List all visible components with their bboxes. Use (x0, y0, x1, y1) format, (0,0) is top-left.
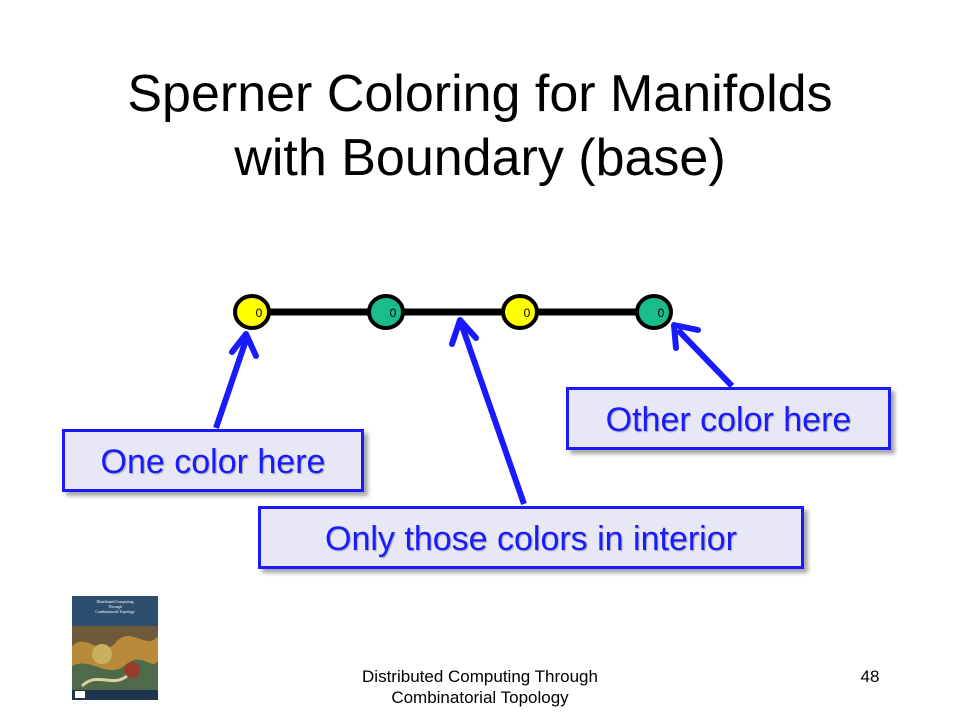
vertex-label: 0 (658, 306, 665, 320)
title-line-1: Sperner Coloring for Manifolds (127, 65, 833, 123)
arrow-interior-head (449, 317, 479, 347)
callout-one-color: One color here (62, 429, 364, 492)
arrow-one-head (229, 331, 259, 359)
page-number: 48 (860, 667, 880, 686)
vertex-yellow (501, 294, 539, 330)
title-line-2: with Boundary (base) (234, 129, 726, 187)
book-title-line-1: Distributed Computing (96, 599, 134, 604)
book-cover-footer (72, 690, 158, 700)
vertex-yellow (233, 294, 271, 330)
book-cover-header: Distributed Computing Through Combinator… (72, 596, 158, 626)
slide-title: Sperner Coloring for Manifolds with Boun… (40, 62, 920, 190)
book-title-line-2: Through (108, 604, 122, 609)
footer-text: Distributed Computing Through Combinator… (300, 666, 660, 708)
callout-other-color: Other color here (566, 387, 891, 450)
footer-line-1: Distributed Computing Through (362, 667, 598, 686)
vertex-label: 0 (256, 306, 263, 320)
vertex-green (367, 294, 405, 330)
vertices-group: 0 0 0 0 (233, 294, 673, 330)
book-cover-image: Distributed Computing Through Combinator… (72, 596, 158, 700)
book-cover-art (72, 626, 158, 690)
arrow-interior (459, 325, 527, 505)
vertex-green (635, 294, 673, 330)
vertex-label: 0 (524, 306, 531, 320)
arrow-other-head (671, 322, 701, 351)
book-title-line-3: Combinatorial Topology (95, 609, 135, 614)
arrow-other (675, 327, 735, 389)
vertex-label: 0 (390, 306, 397, 320)
arrow-one (213, 339, 249, 429)
footer-line-2: Combinatorial Topology (391, 688, 569, 707)
publisher-logo-icon (75, 691, 85, 698)
callout-interior-colors: Only those colors in interior (258, 506, 804, 569)
